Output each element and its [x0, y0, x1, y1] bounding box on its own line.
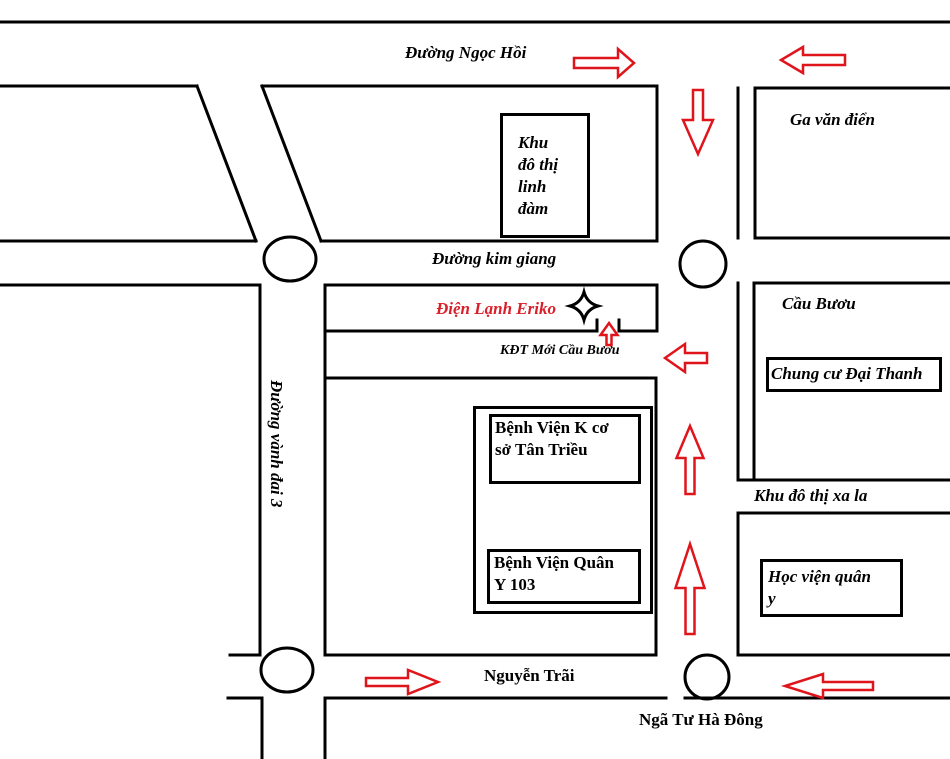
star-icon	[564, 286, 604, 326]
road-edge	[195, 84, 258, 243]
arrow-right-icon	[572, 46, 636, 80]
arrow-down-icon	[681, 88, 715, 158]
direction-arrows	[364, 44, 875, 700]
destination-star-icon	[564, 286, 604, 326]
label-line: Học viện quân	[768, 567, 871, 586]
label-line: y	[768, 589, 776, 608]
label-line: Bệnh Viện Quân	[494, 553, 614, 572]
arrow-up-icon	[674, 422, 706, 496]
building-benh-vien-k	[489, 414, 641, 484]
arrow-up-icon	[673, 540, 707, 636]
place-label-cau-buou: Cầu Bươu	[782, 294, 856, 313]
street-label-ngoc-hoi: Đường Ngọc Hồi	[405, 43, 527, 62]
roundabouts	[259, 235, 731, 701]
road-edge	[260, 84, 323, 243]
place-label-benh-vien-103: Bệnh Viện Quân Y 103	[494, 552, 614, 596]
building-hoc-vien-quan-y	[760, 559, 903, 617]
place-label-ga-van-dien: Ga văn điển	[790, 110, 875, 129]
roundabout-vanh-dai-nguyen-trai	[259, 646, 315, 694]
label-line: Khu	[518, 133, 549, 152]
label-line: linh	[518, 177, 547, 196]
place-label-nga-tu-ha-dong: Ngã Tư Hà Đông	[639, 710, 763, 729]
place-label-khu-do-thi-linh-dam: Khu đô thị linh đàm	[518, 132, 558, 220]
hospital-compound	[473, 406, 653, 614]
roundabout-vanh-dai-kim-giang	[262, 235, 318, 283]
place-label-hoc-vien-quan-y: Học viện quân y	[768, 566, 871, 610]
street-label-nguyen-trai: Nguyễn Trãi	[484, 666, 575, 685]
street-label-kim-giang: Đường kim giang	[432, 249, 557, 268]
place-label-khu-do-thi-xa-la: Khu đô thị xa la	[754, 486, 868, 505]
label-line: đô thị	[518, 155, 559, 174]
roundabout-nga-tu-ha-dong	[683, 653, 731, 701]
label-line: Y 103	[494, 575, 536, 594]
arrow-left-icon	[780, 672, 875, 700]
arrow-left-icon	[662, 341, 709, 375]
label-line: đàm	[518, 199, 549, 218]
road-lines	[0, 20, 950, 759]
label-line: Bệnh Viện K cơ	[495, 418, 609, 437]
label-line: sở Tân Triều	[495, 440, 588, 459]
arrow-up-icon	[598, 320, 620, 347]
building-khu-do-thi-linh-dam	[500, 113, 590, 238]
roundabout-kim-giang-main	[678, 239, 728, 289]
place-label-benh-vien-k: Bệnh Viện K cơ sở Tân Triều	[495, 417, 609, 461]
place-label-dien-lanh-eriko: Điện Lạnh Eriko	[436, 299, 556, 318]
arrow-right-icon	[364, 668, 442, 696]
arrow-left-icon	[778, 44, 847, 76]
building-benh-vien-103	[487, 549, 641, 604]
building-chung-cu-dai-thanh	[766, 357, 942, 392]
place-label-chung-cu-dai-thanh: Chung cư Đại Thanh	[771, 364, 923, 383]
place-label-kdt-moi-cau-buou: KĐT Mới Cầu Bươu	[500, 343, 620, 358]
street-label-vanh-dai-3: Đường vành đai 3	[267, 380, 286, 508]
